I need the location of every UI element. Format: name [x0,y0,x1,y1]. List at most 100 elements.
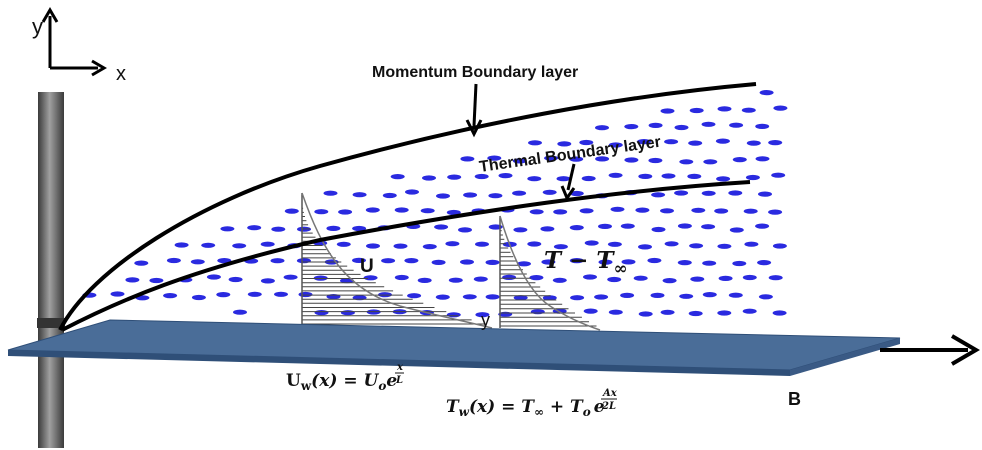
fluid-particle [462,294,477,300]
fluid-particle [530,309,545,315]
fluid-particle [216,292,231,298]
fluid-particle [621,259,636,265]
fluid-particle [326,225,341,231]
fluid-particle [247,225,262,231]
fluid-particle [381,258,396,264]
fluid-particle [569,258,584,264]
fluid-particle [363,275,378,281]
fluid-particle [404,258,419,264]
thermal-pointer-line [566,163,576,191]
fluid-particle [488,193,503,199]
fluid-particle [569,156,584,162]
y-axis-arrowhead [41,7,59,23]
fluid-particle [651,226,666,233]
fluid-particle [595,125,609,131]
fluid-particle [594,294,609,300]
fluid-particle [365,207,380,213]
fluid-particle [557,141,572,147]
tw-lhs-sub: w [459,405,470,419]
fluid-particle [569,190,584,197]
y-axis-label: y [32,14,43,39]
fluid-particle [768,275,783,281]
fluid-particle [660,309,675,315]
fluid-particle [529,275,544,281]
fluid-particle [647,257,662,264]
fluid-particle [552,277,567,283]
fluid-particle [620,223,635,229]
thermal-boundary-curve [61,180,751,332]
fluid-particle [323,190,338,196]
fluid-particle [556,176,571,182]
fluid-particle [608,142,623,148]
fluid-particle [174,242,189,248]
fluid-particle [191,294,206,301]
fluid-particle [431,259,446,265]
fluid-particle [488,224,503,230]
fluid-particle [228,276,243,283]
fluid-particle [220,226,235,232]
plate-end-label: B [788,389,801,409]
fluid-particle [664,139,679,145]
fluid-particle [352,225,367,232]
momentum-pointer-line [472,83,478,127]
temperature-profile [499,215,601,331]
tw-inf: ∞ [534,405,544,419]
fluid-particle [755,223,770,229]
fluid-particle [553,244,568,250]
fluid-particles [82,90,788,318]
x-axis-label: x [116,63,126,85]
fluid-particle [352,192,367,198]
fluid-particle [687,173,702,179]
fluid-particle [460,259,474,265]
fluid-particle [394,207,409,213]
fluid-particle [728,190,743,196]
fluid-particle [448,277,463,283]
fluid-particle [485,294,500,300]
velocity-wall-equation: Uw(x) = Uoe [286,371,397,393]
fluid-particle [701,121,716,127]
fluid-particle [382,192,397,199]
tw-args: (x) = T [469,397,535,417]
fluid-particle [407,293,422,299]
tw-t-sub: o [583,405,591,419]
fluid-particle [584,240,599,246]
fluid-particle [651,192,666,198]
fluid-particle [529,209,544,215]
temperature-hatching [500,221,597,327]
axes-indicator: y x [32,7,126,85]
fluid-particle [445,241,460,247]
fluid-particle [458,227,472,233]
fluid-particle [610,206,625,212]
fluid-particle [336,241,351,247]
fluid-particle [664,241,679,247]
fluid-particle [512,190,527,196]
vertical-rod [38,92,64,448]
temperature-main: T − T [544,247,615,274]
fluid-particle [190,259,205,265]
fluid-particle [718,275,733,281]
fluid-particle [633,275,648,281]
velocity-profile-curve [301,192,493,329]
fluid-particle [447,174,462,180]
fluid-particle [679,159,694,165]
fluid-particle [422,244,437,250]
fluid-particle [638,173,653,179]
fluid-particle [340,310,355,316]
fluid-particle [716,176,731,182]
fluid-particle [217,258,232,264]
fluid-particle [393,243,408,249]
fluid-particle [771,172,786,178]
plate-right-edge [790,338,900,376]
fluid-particle [512,158,527,164]
fluid-particle [446,312,461,318]
tw-lhs: T [446,397,460,417]
fluid-particle [435,294,450,300]
rod-joint [37,318,65,328]
fluid-particle [661,173,676,179]
fluid-particle [638,244,652,250]
fluid-particle [149,277,164,284]
fluid-particle [691,207,706,213]
fluid-particle [660,208,674,214]
